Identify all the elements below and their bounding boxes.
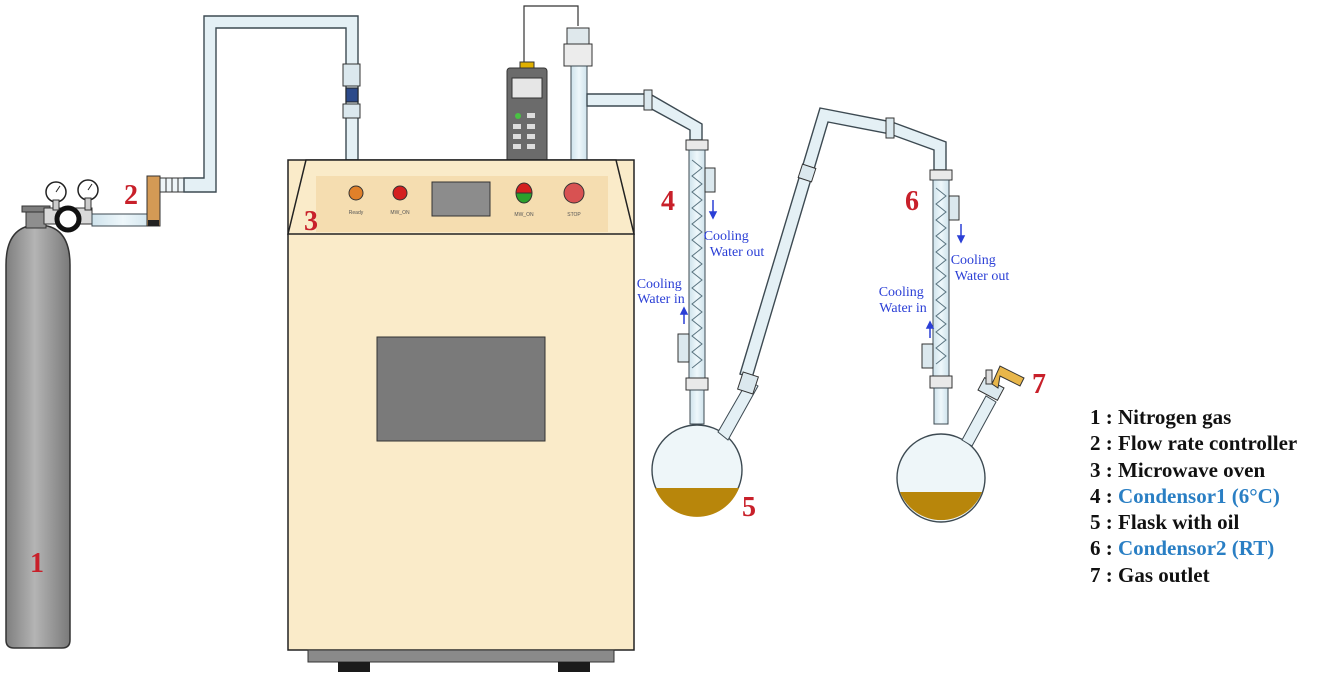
- legend-num: 6 :: [1090, 536, 1118, 561]
- oven-btn-label-3: MW_ON: [514, 212, 534, 218]
- legend-num: 1 :: [1090, 405, 1118, 429]
- gas-outlet: [977, 365, 1025, 402]
- cooling-label-c1-out: Cooling Water out: [704, 229, 765, 260]
- bridge-tube: [739, 107, 947, 379]
- temperature-meter: [506, 5, 579, 163]
- condenser-1: [677, 139, 716, 391]
- legend-num: 4 :: [1090, 483, 1118, 508]
- legend-num: 3 :: [1090, 457, 1118, 482]
- legend: 1 : Nitrogen gas 2 : Flow rate controlle…: [1090, 404, 1339, 588]
- cooling-label-c2-in: Cooling Water in: [879, 285, 928, 316]
- legend-label: Nitrogen gas: [1118, 405, 1232, 429]
- legend-label: Microwave oven: [1118, 457, 1266, 482]
- oven-btn-label-4: STOP: [567, 212, 581, 218]
- legend-label: Condensor2 (RT): [1118, 536, 1275, 561]
- legend-item-1: 1 : Nitrogen gas: [1090, 404, 1339, 430]
- callout-6: 6: [905, 186, 919, 217]
- flow-rate-controller: [146, 175, 185, 227]
- gas-line: [91, 213, 155, 227]
- legend-item-2: 2 : Flow rate controller: [1090, 430, 1339, 456]
- callout-3: 3: [304, 206, 318, 237]
- legend-item-6: 6 : Condensor2 (RT): [1090, 535, 1339, 561]
- legend-label: Condensor1 (6°C): [1118, 483, 1280, 508]
- legend-item-4: 4 : Condensor1 (6°C): [1090, 483, 1339, 509]
- gas-regulator: [43, 179, 99, 233]
- callout-2: 2: [124, 180, 138, 211]
- cooling-label-c1-in: Cooling Water in: [637, 277, 686, 307]
- condenser-2: [921, 169, 960, 389]
- oven-btn-label-2: MW_ON: [390, 210, 410, 216]
- flask-1: [651, 379, 759, 517]
- cooling-arrows: [679, 200, 966, 338]
- legend-num: 2 :: [1090, 431, 1118, 456]
- legend-item-3: 3 : Microwave oven: [1090, 457, 1339, 483]
- callout-5: 5: [742, 492, 756, 523]
- legend-num: 7 :: [1090, 562, 1118, 587]
- microwave-oven: Ready MW_ON MW_ON STOP: [287, 159, 635, 672]
- legend-label: Flow rate controller: [1118, 431, 1298, 456]
- legend-item-7: 7 : Gas outlet: [1090, 562, 1339, 588]
- legend-label: Flask with oil: [1118, 510, 1240, 535]
- cooling-label-c2-out: Cooling Water out: [951, 253, 1010, 284]
- legend-num: 5 :: [1090, 510, 1118, 535]
- callout-1: 1: [30, 548, 44, 579]
- legend-label: Gas outlet: [1118, 562, 1210, 587]
- callout-4: 4: [661, 186, 675, 217]
- nitrogen-cylinder: [5, 205, 71, 649]
- legend-item-5: 5 : Flask with oil: [1090, 509, 1339, 535]
- oven-outlet-tube: [563, 27, 703, 163]
- callout-7: 7: [1032, 369, 1046, 400]
- flask-2: [896, 387, 997, 523]
- inlet-coupler: [342, 63, 361, 87]
- oven-btn-label-1: Ready: [349, 210, 364, 216]
